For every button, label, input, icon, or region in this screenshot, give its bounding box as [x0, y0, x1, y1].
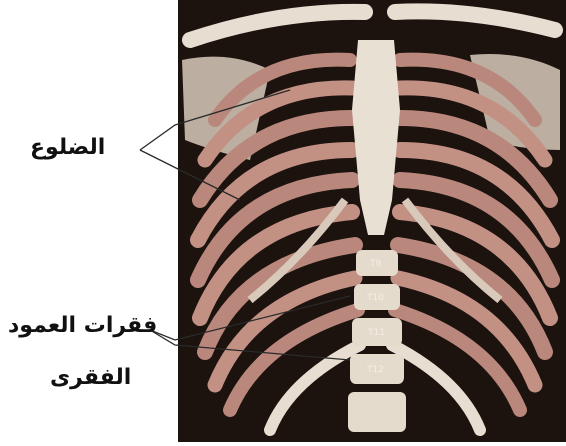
vertebra-label-t12: T12	[366, 365, 384, 375]
ribs-label: الضلوع	[30, 135, 105, 160]
vertebra-l1	[348, 392, 406, 432]
vertebra-label-t9: T9	[369, 259, 381, 269]
spine-label-line1: فقرات العمود	[8, 313, 157, 338]
vertebra-label-t11: T11	[367, 328, 385, 338]
spine-label-line2: الفقرى	[50, 365, 131, 390]
vertebra-label-t10: T10	[366, 293, 384, 303]
